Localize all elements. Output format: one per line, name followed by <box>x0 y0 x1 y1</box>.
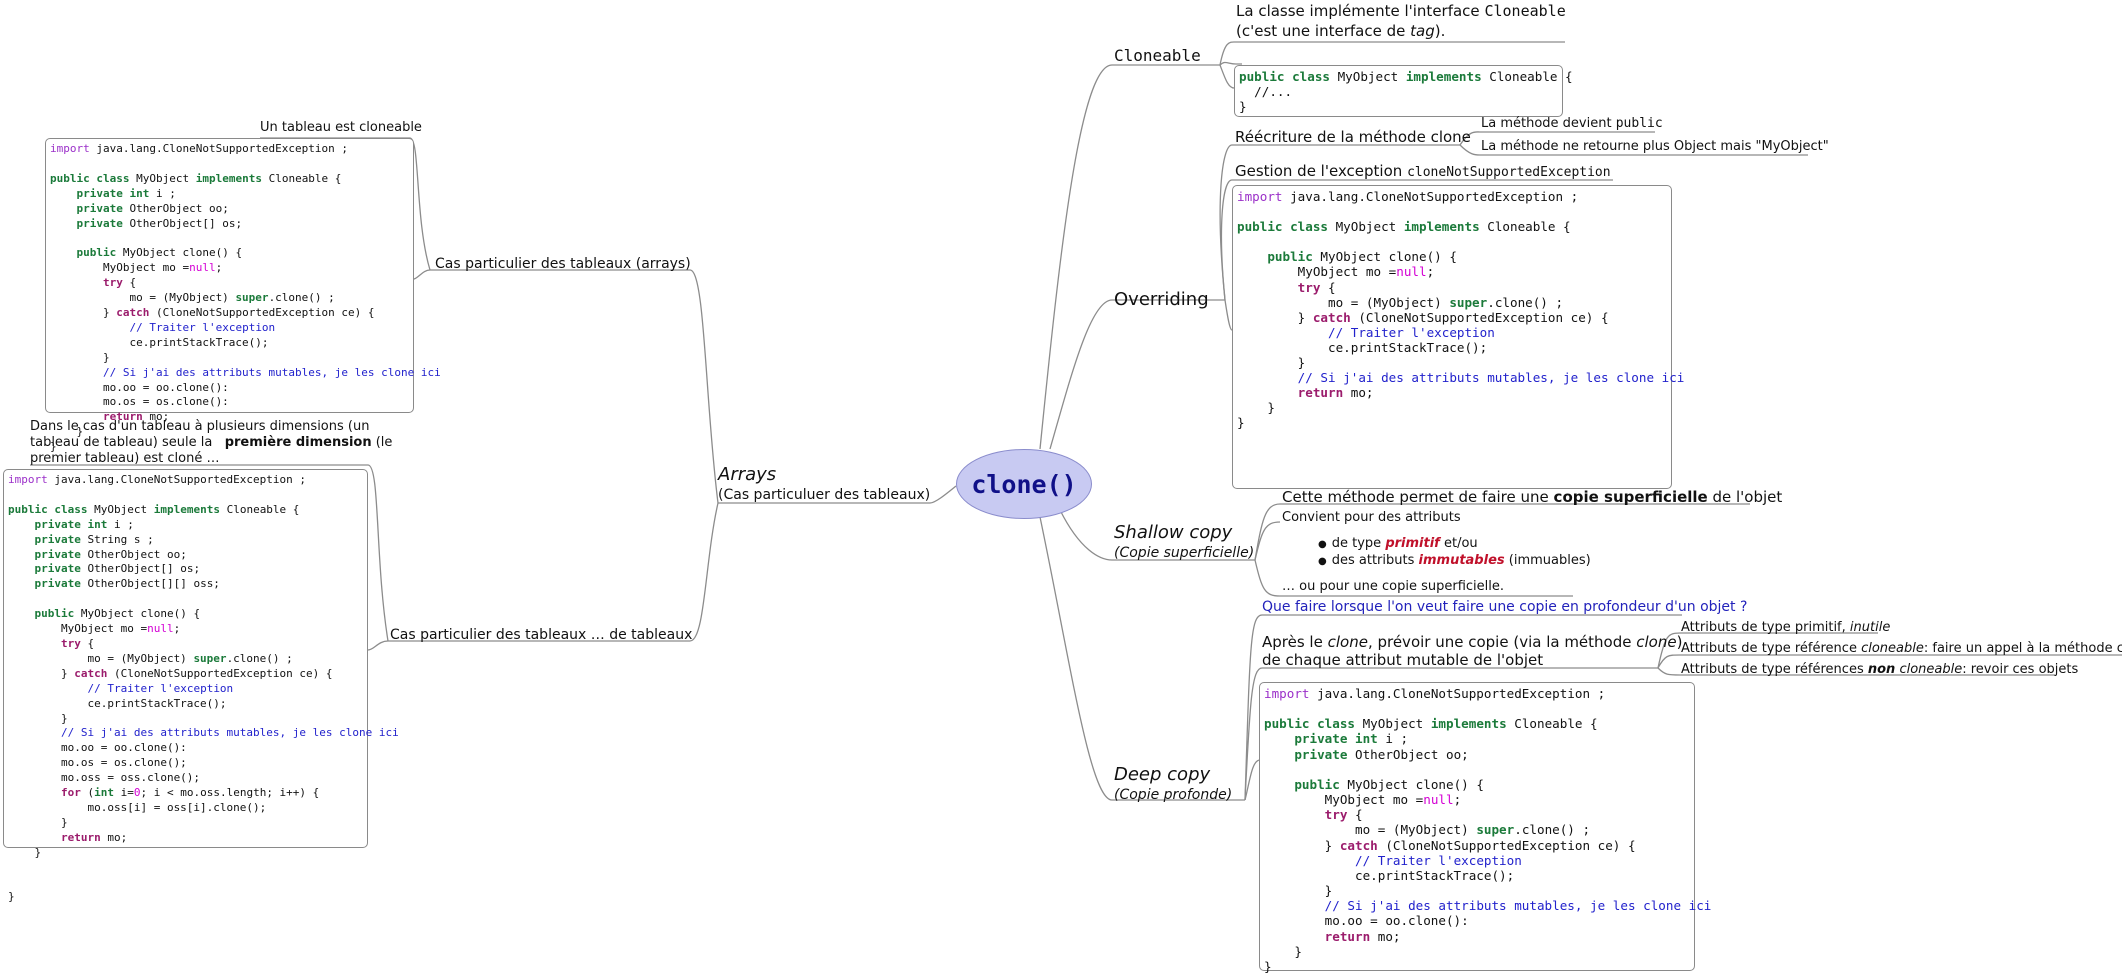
code-arrays: import java.lang.CloneNotSupportedExcept… <box>45 138 441 453</box>
rewrite-item-public: La méthode devient public <box>1481 116 1663 131</box>
nested-case-label[interactable]: Cas particulier des tableaux … de tablea… <box>390 627 693 643</box>
arrays-case-label[interactable]: Cas particulier des tableaux (arrays) <box>435 256 691 272</box>
exception-label[interactable]: Gestion de l'exception cloneNotSupported… <box>1235 162 1611 180</box>
nested-case-note-line2: tableau de tableau) seule la première di… <box>30 435 393 450</box>
code-nested-arrays: import java.lang.CloneNotSupportedExcept… <box>3 469 399 903</box>
deep-attr-primitive: Attributs de type primitif, inutile <box>1681 620 1891 635</box>
arrays-subtitle: (Cas particuluer des tableaux) <box>718 487 931 503</box>
shallow-bullet-primitive: de type primitif et/ou <box>1318 536 1591 553</box>
rewrite-label[interactable]: Réécriture de la méthode clone <box>1235 128 1471 146</box>
shallow-title[interactable]: Shallow copy <box>1114 522 1233 543</box>
shallow-desc: Cette méthode permet de faire une copie … <box>1282 488 1783 506</box>
shallow-bullet-immutable: des attributs immutables (immuables) <box>1318 553 1591 570</box>
nested-case-note-line3: premier tableau) est cloné … <box>30 451 220 466</box>
deep-attr-cloneable: Attributs de type référence cloneable: f… <box>1681 641 2122 656</box>
deep-title[interactable]: Deep copy <box>1114 764 1211 785</box>
shallow-subtitle: (Copie superficielle) <box>1114 545 1255 561</box>
arrays-case-note: Un tableau est cloneable <box>260 120 422 135</box>
overriding-title[interactable]: Overriding <box>1114 289 1209 310</box>
code-cloneable: public class MyObject implements Cloneab… <box>1234 65 1573 117</box>
root-node-clone[interactable]: clone() <box>956 449 1092 519</box>
code-deep: import java.lang.CloneNotSupportedExcept… <box>1259 682 1711 974</box>
shallow-suits: Convient pour des attributs <box>1282 510 1461 525</box>
deep-after-line2: de chaque attribut mutable de l'objet <box>1262 651 1544 669</box>
rewrite-item-return: La méthode ne retourne plus Object mais … <box>1481 139 1829 154</box>
cloneable-desc-line2: (c'est une interface de tag). <box>1236 22 1446 40</box>
nested-case-note-line1: Dans le cas d'un tableau à plusieurs dim… <box>30 419 370 434</box>
code-line: import java.lang.CloneNotSupportedExcept… <box>50 142 349 155</box>
shallow-or: … ou pour une copie superficielle. <box>1282 579 1504 594</box>
shallow-bullets: de type primitif et/ou des attributs imm… <box>1318 536 1591 570</box>
cloneable-title[interactable]: Cloneable <box>1114 46 1201 65</box>
code-overriding: import java.lang.CloneNotSupportedExcept… <box>1232 185 1684 489</box>
deep-subtitle: (Copie profonde) <box>1114 787 1233 803</box>
arrays-title[interactable]: Arrays <box>718 464 777 485</box>
deep-after-line1: Après le clone, prévoir une copie (via l… <box>1262 633 1683 651</box>
deep-question: Que faire lorsque l'on veut faire une co… <box>1262 599 1748 615</box>
cloneable-desc-line1: La classe implémente l'interface Cloneab… <box>1236 2 1566 20</box>
deep-attr-non-cloneable: Attributs de type références non cloneab… <box>1681 662 2079 677</box>
